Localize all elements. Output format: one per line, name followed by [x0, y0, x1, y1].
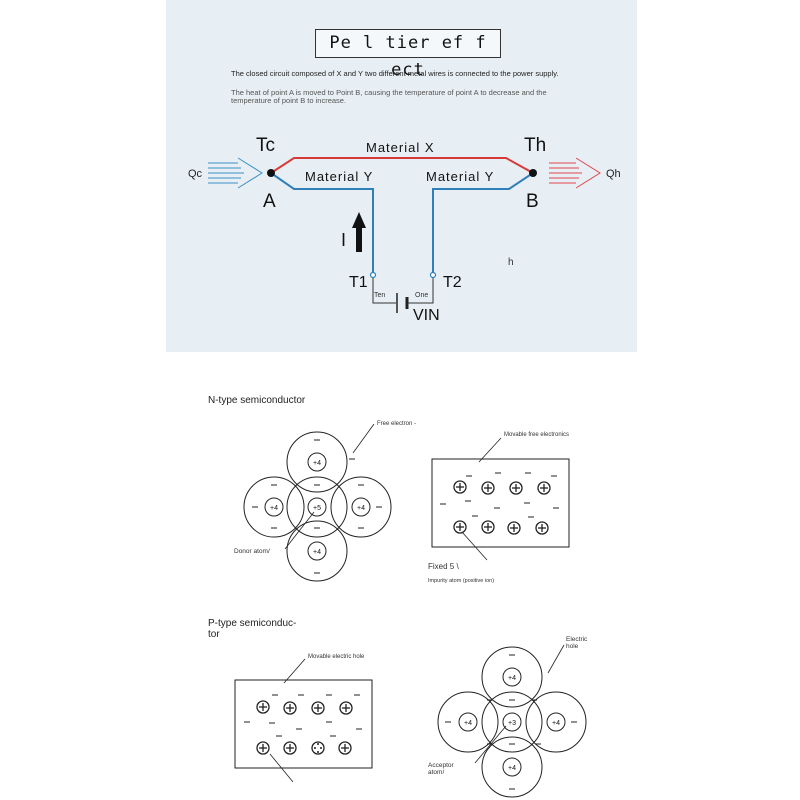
label-qh: Qh — [606, 168, 621, 180]
n-type-lattice — [243, 431, 392, 582]
label-qc: Qc — [188, 168, 203, 180]
label-t1: T1 — [349, 274, 368, 291]
material-x-wire — [270, 157, 534, 174]
terminal-t2-dot — [429, 271, 437, 279]
p-type-ion-plus-signs — [259, 703, 350, 752]
movable-hole-pointer — [283, 658, 306, 684]
impurity-atom-label: Impurity atom (positive ion) — [428, 578, 494, 584]
n-charge-top: +4 — [313, 460, 321, 467]
material-y-wire-left — [270, 172, 374, 273]
donor-atom-pointer — [284, 511, 315, 550]
p-type-heading-line2: tor — [208, 629, 220, 640]
label-h: h — [508, 257, 514, 268]
n-type-heading: N-type semiconductor — [208, 395, 306, 406]
acceptor-atom-pointer — [474, 725, 507, 764]
circuit-wire-left — [372, 277, 396, 304]
fixed-label: Fixed 5 \ — [428, 562, 459, 571]
p-type-bottom-pointer — [269, 753, 294, 783]
movable-electron-pointer — [478, 437, 502, 463]
label-ten: Ten — [374, 292, 385, 299]
label-material-y-right: Material Y — [426, 169, 494, 184]
p-charge-left: +4 — [464, 720, 472, 727]
terminal-t1-dot — [369, 271, 377, 279]
label-b: B — [526, 191, 539, 212]
junction-b-dot — [529, 169, 537, 177]
movable-hole-label: Movable electric hole — [308, 654, 365, 660]
n-type-ion-plus-signs — [456, 483, 548, 532]
label-a: A — [263, 191, 276, 212]
donor-atom-label: Donor atom/ — [234, 548, 270, 555]
hot-heat-arrow — [549, 157, 601, 189]
peltier-description-2: The heat of point A is moved to Point B,… — [231, 88, 547, 105]
p-type-ions — [256, 700, 353, 755]
n-type-free-electrons — [440, 472, 559, 518]
n-type-positive-ions — [453, 480, 551, 535]
electric-hole-pointer — [547, 644, 565, 674]
acceptor-atom-label-2: atom/ — [428, 769, 444, 776]
peltier-panel: Pe l tier ef f ect The closed circuit co… — [166, 0, 637, 352]
p-lattice-electrons — [445, 654, 577, 790]
p-charge-bottom: +4 — [508, 765, 516, 772]
free-electron-label: Free electron - — [377, 421, 416, 427]
impurity-atom-pointer — [461, 531, 488, 561]
circuit-wire-right — [408, 277, 434, 304]
label-tc: Tc — [256, 135, 275, 156]
movable-electron-label: Movable free electronics — [504, 432, 569, 438]
free-electron-pointer — [352, 423, 375, 454]
peltier-circuit-diagram: Tc Th A B Qc Qh Material X Material Y Ma… — [188, 135, 621, 324]
n-charge-left: +4 — [270, 505, 278, 512]
p-charge-right: +4 — [552, 720, 560, 727]
material-y-wire-right — [432, 172, 534, 273]
label-material-y-left: Material Y — [305, 169, 373, 184]
label-one: One — [415, 292, 428, 299]
p-type-crystal-box — [234, 679, 373, 769]
p-charge-center: +3 — [508, 720, 516, 727]
n-charge-right: +4 — [357, 505, 365, 512]
acceptor-atom-label-1: Acceptor — [428, 762, 454, 769]
peltier-title: Pe l tier ef f ect — [315, 29, 501, 80]
cold-heat-arrow — [208, 157, 263, 189]
peltier-description-1: The closed circuit composed of X and Y t… — [231, 69, 559, 78]
n-charge-center: +5 — [313, 505, 321, 512]
label-current-i: I — [341, 230, 346, 250]
semiconductor-diagrams: N-type semiconductor +4 +4 +5 +4 +4 Free… — [208, 395, 588, 798]
n-lattice-electrons — [252, 439, 382, 574]
label-material-x: Material X — [366, 140, 435, 155]
electric-hole-label-2: hole — [566, 643, 579, 650]
p-type-electrons — [244, 694, 362, 737]
junction-a-dot — [267, 169, 275, 177]
label-vin: VIN — [413, 307, 440, 324]
label-t2: T2 — [443, 274, 462, 291]
n-charge-bottom: +4 — [313, 549, 321, 556]
current-arrow-icon — [352, 212, 366, 252]
p-type-hole-dots — [314, 743, 322, 753]
label-th: Th — [524, 135, 546, 156]
electric-hole-label-1: Electric — [566, 636, 588, 643]
p-charge-top: +4 — [508, 675, 516, 682]
n-type-crystal-box — [431, 458, 570, 548]
p-type-heading-line1: P-type semiconduc- — [208, 618, 296, 629]
p-type-lattice — [437, 646, 587, 798]
